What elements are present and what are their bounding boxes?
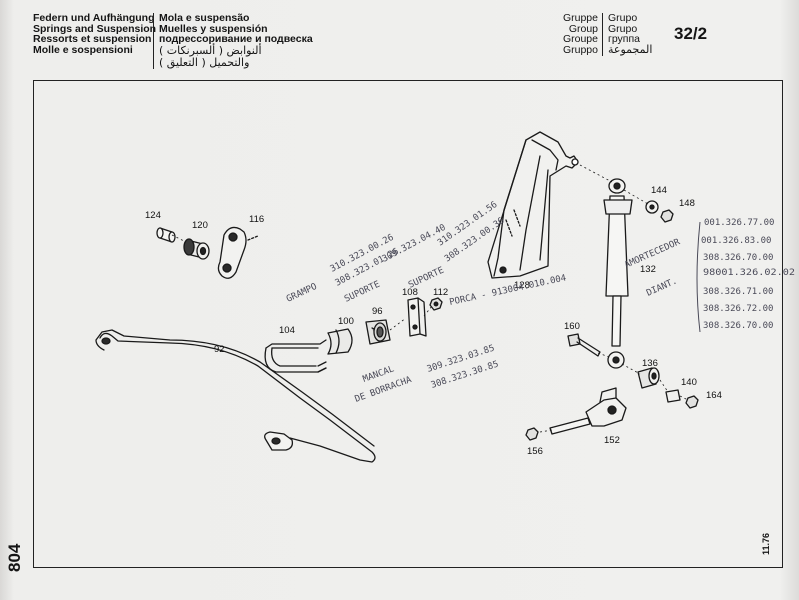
title-russian: подрессоривание и подвеска <box>159 33 313 46</box>
title-arabic-1: ألنوابض ( ألسبرنكات ) <box>159 44 262 58</box>
group-labels-right: Grupo Grupo группа المجموعة <box>608 13 652 56</box>
group-labels-left: Gruppe Group Groupe Gruppo <box>560 13 603 56</box>
group-label-english: Group <box>568 22 598 35</box>
handwritten-ref-1: 001.326.77.00 <box>704 218 774 228</box>
group-label-portuguese: Grupo <box>608 12 638 24</box>
title-arabic-2: والتحميل ( التعليق ) <box>159 55 250 69</box>
assembly-lines <box>171 164 689 433</box>
part-100-clamp <box>327 328 353 355</box>
handwritten-ref-6: 308.326.72.00 <box>703 304 773 314</box>
label-116: 116 <box>249 214 264 225</box>
label-164: 164 <box>706 390 722 401</box>
part-144-washer <box>645 200 659 214</box>
title-french: Ressorts et suspension <box>33 33 152 46</box>
group-label-italian: Gruppo <box>562 44 598 57</box>
header-section-title-translations: Mola e suspensão Muelles y suspensión по… <box>153 13 313 69</box>
group-label-german: Gruppe <box>562 12 598 24</box>
part-116-link-plate <box>217 226 259 279</box>
label-108: 108 <box>402 287 418 298</box>
handwritten-suporte: SUPORTE <box>343 280 382 305</box>
label-92: 92 <box>214 344 225 355</box>
handwritten-ref-4: 98001.326.02.02 <box>703 268 795 278</box>
part-152-lower-mount <box>549 387 627 435</box>
title-italian: Molle e sospensioni <box>33 44 133 57</box>
header-section-title: Federn und Aufhängung Springs and Suspen… <box>33 13 156 56</box>
drawing-frame <box>33 80 783 568</box>
label-156: 156 <box>527 446 543 457</box>
label-148: 148 <box>679 198 695 209</box>
label-136: 136 <box>642 358 658 369</box>
label-112: 112 <box>433 287 448 298</box>
handwritten-ref-2: 001.326.83.00 <box>701 236 771 246</box>
part-112-nut <box>429 297 443 311</box>
label-128: 128 <box>514 280 530 291</box>
part-148-nut <box>660 209 674 223</box>
label-104: 104 <box>279 325 295 336</box>
part-140-washer <box>665 389 681 403</box>
handwritten-ref-7: 308.326.70.00 <box>703 321 773 331</box>
part-104-u-bolt <box>264 339 327 373</box>
label-100: 100 <box>338 316 354 327</box>
group-label-russian: группа <box>608 33 641 46</box>
group-label-french: Groupe <box>562 33 598 46</box>
handwritten-ref-3: 308.326.70.00 <box>703 253 773 263</box>
part-136-bushing <box>637 367 660 389</box>
part-128-shock-bracket <box>487 131 579 279</box>
label-120: 120 <box>192 220 208 231</box>
title-english: Springs and Suspension <box>33 22 157 35</box>
label-144: 144 <box>651 185 667 196</box>
label-160: 160 <box>564 321 580 332</box>
part-108-bracket <box>407 297 427 337</box>
part-156-nut <box>525 427 539 441</box>
part-120-rubber-bushing <box>183 238 210 260</box>
handwritten-porca: PORCA - 913004.010.004 <box>449 273 568 308</box>
title-spanish: Muelles y suspensión <box>159 22 268 35</box>
handwritten-ref-5: 308.326.71.00 <box>703 287 773 297</box>
label-152: 152 <box>604 435 620 446</box>
group-label-spanish: Grupo <box>608 22 638 35</box>
handwritten-brace <box>696 221 701 333</box>
title-portuguese: Mola e suspensão <box>159 12 250 24</box>
part-124-bushing <box>156 227 176 243</box>
part-92-stabilizer-bar <box>95 329 376 463</box>
label-124: 124 <box>145 210 161 221</box>
label-96: 96 <box>372 306 383 317</box>
part-number-labels: 124 120 116 92 104 100 96 108 112 128 13… <box>145 185 722 457</box>
part-160-bolt <box>567 333 601 357</box>
label-132: 132 <box>640 264 656 275</box>
group-label-arabic: المجموعة <box>608 43 653 57</box>
label-140: 140 <box>681 377 697 388</box>
handwritten-diant: DIANT. <box>645 276 679 298</box>
part-132-shock-absorber <box>603 178 633 369</box>
handwritten-grampo: GRAMPO <box>285 282 319 305</box>
part-96-rubber-mount <box>365 319 391 345</box>
part-164-nut <box>685 395 699 409</box>
title-german: Federn und Aufhängung <box>33 12 155 24</box>
group-number: 32/2 <box>674 24 708 43</box>
